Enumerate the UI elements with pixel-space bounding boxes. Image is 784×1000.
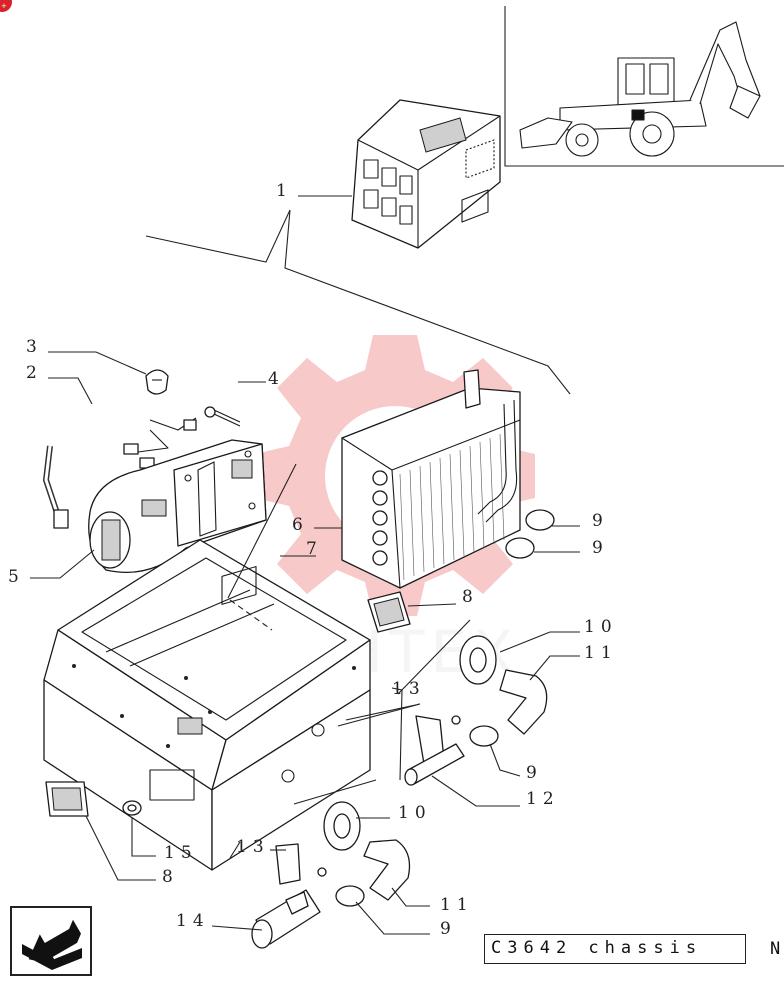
part-7-heater-housing [43,539,371,871]
part-6-evaporator-core [341,369,521,589]
part-9-hose-clamps [335,509,555,907]
leader-1 [145,195,571,395]
part-8-switch-lower [45,781,89,817]
callout-1: 1 [276,181,293,201]
callout-8b: 8 [162,867,179,887]
callout-13a: 13 [392,679,426,699]
part-5-blower-unit [88,439,267,573]
callout-13b: 13 [236,837,270,857]
part-3-clamp [145,369,169,395]
part-14-valve [251,843,321,949]
return-arrow-icon [22,919,82,970]
return-button[interactable] [10,906,92,976]
part-1-housing-frame [351,99,501,249]
callout-14: 14 [176,911,210,931]
callout-3: 3 [26,337,43,357]
callout-6: 6 [292,515,309,535]
callout-8a: 8 [462,587,479,607]
part-10-grommets [323,635,497,851]
part-13-bolts [317,715,461,877]
callout-12: 12 [526,789,560,809]
page-code-label: C3642 chassis [484,934,746,964]
callout-15: 15 [164,843,198,863]
callout-2: 2 [26,363,43,383]
callout-9d: 9 [440,919,457,939]
callout-9c: 9 [526,763,543,783]
part-12-bracket-tube [404,715,465,786]
callout-9a: 9 [592,511,609,531]
callout-11a: 11 [584,643,618,663]
callout-5: 5 [8,567,25,587]
part-8-switch-upper [367,591,411,633]
callout-10b: 10 [398,803,432,823]
page-code-suffix: N [770,939,781,959]
callout-4: 4 [268,369,285,389]
callout-11b: 11 [440,895,474,915]
machine-inset [504,6,784,167]
callout-labels: 1 2 3 4 5 6 7 8 8 9 9 9 9 10 10 11 11 12… [8,181,618,939]
callout-9b: 9 [592,538,609,558]
backhoe-loader-illustration [519,21,761,157]
part-4-bolt [204,406,241,427]
svg-text:+: + [1,2,7,10]
part-11-hoses [363,669,548,901]
corner-badge-icon: + [0,0,12,12]
leader-lines [30,351,580,935]
part-15-grommet [122,800,142,816]
callout-7: 7 [306,539,323,559]
callout-10a: 10 [584,617,618,637]
